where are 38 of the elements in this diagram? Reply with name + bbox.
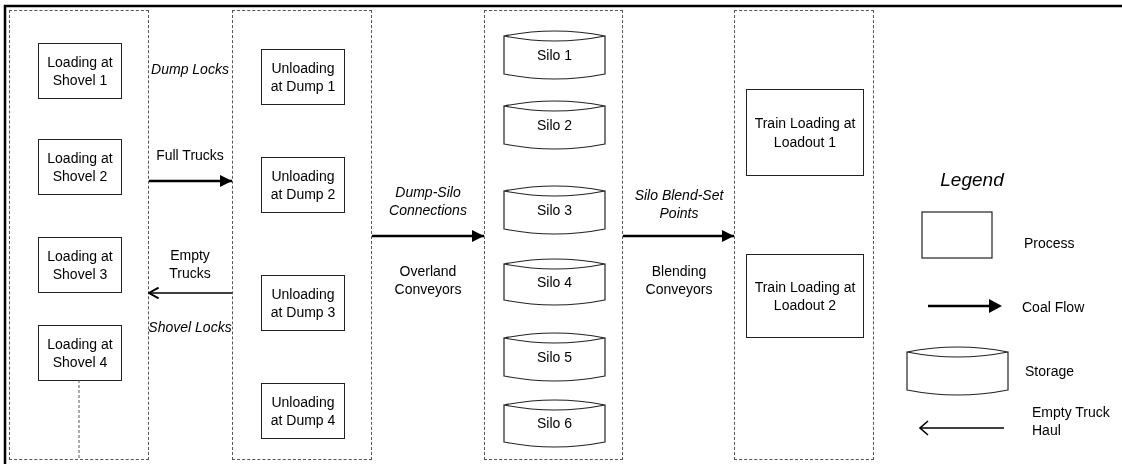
silo-cylinder: Silo 3 (504, 184, 605, 236)
process-box: Loading at Shovel 4 (38, 325, 122, 381)
process-box: Train Loading at Loadout 1 (746, 89, 864, 176)
edge-label: Empty Trucks (168, 246, 212, 283)
edge-label: Blending Conveyors (644, 262, 714, 299)
process-box: Loading at Shovel 2 (38, 139, 122, 195)
edge-label: Overland Conveyors (393, 262, 463, 299)
edge-label: Full Trucks (155, 146, 225, 165)
process-box: Loading at Shovel 1 (38, 43, 122, 99)
annotation-text: Shovel Locks (148, 318, 232, 337)
arrow (372, 230, 484, 242)
annotation-text: Dump-Silo Connections (388, 183, 468, 220)
process-box: Unloading at Dump 3 (261, 275, 345, 331)
process-box: Unloading at Dump 2 (261, 157, 345, 213)
connector-line (78, 379, 80, 461)
legend-text: Storage (1025, 362, 1076, 381)
legend-text: Empty Truck Haul (1032, 403, 1111, 440)
process-box: Unloading at Dump 1 (261, 49, 345, 105)
silo-cylinder: Silo 5 (504, 331, 605, 383)
annotation-text: Dump Locks (150, 60, 230, 79)
dashed-group-frame (232, 10, 372, 460)
silo-cylinder: Silo 2 (504, 99, 605, 151)
silo-cylinder: Silo 1 (504, 29, 605, 81)
dashed-group-frame (9, 10, 149, 460)
dashed-group-frame (734, 10, 874, 460)
annotation-text: Silo Blend-Set Points (633, 186, 725, 223)
process-box: Unloading at Dump 4 (261, 383, 345, 439)
legend-title: Legend (939, 168, 1006, 192)
silo-cylinder: Silo 4 (504, 257, 605, 307)
dashed-group-frame (484, 10, 623, 460)
arrow (623, 230, 734, 242)
legend-text: Process (1024, 234, 1076, 253)
legend-text: Coal Flow (1022, 298, 1086, 317)
silo-cylinder: Silo 6 (504, 398, 605, 449)
arrow (148, 286, 233, 300)
arrow (149, 175, 232, 187)
process-box: Train Loading at Loadout 2 (746, 254, 864, 338)
process-box: Loading at Shovel 3 (38, 237, 122, 293)
